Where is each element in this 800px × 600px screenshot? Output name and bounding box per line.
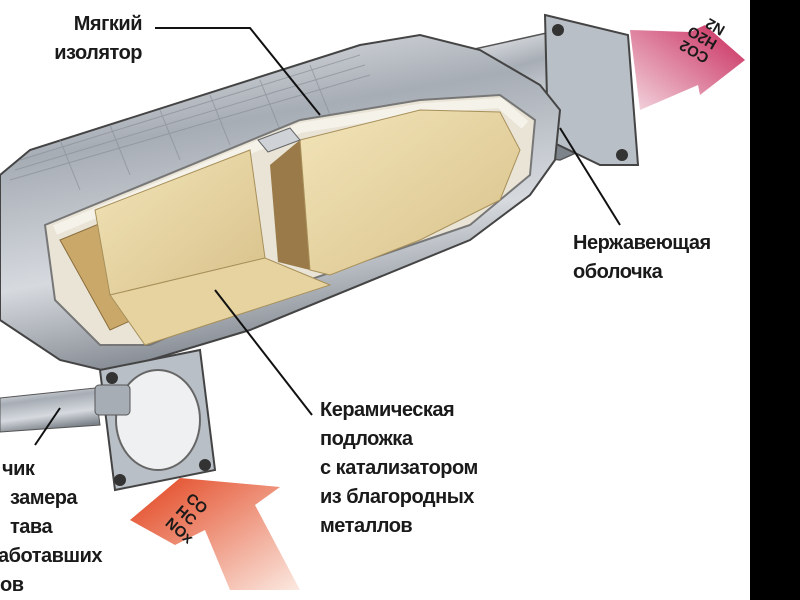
substrate-label-line: подложка <box>320 428 413 450</box>
inlet-gas-arrow <box>130 478 300 590</box>
substrate-label-line: Керамическая <box>320 399 455 421</box>
substrate-leader-line <box>214 289 313 416</box>
black-border <box>750 0 800 600</box>
insulator-label: Мягкий изолятор <box>40 10 142 68</box>
leader-lines <box>34 27 621 446</box>
sensor-leader-line <box>34 407 61 446</box>
insulator-label-line: Мягкий <box>73 13 143 35</box>
shell-label-line: оболочка <box>573 261 663 283</box>
substrate-label-line: металлов <box>320 515 413 537</box>
outlet-gas-arrow <box>630 25 745 110</box>
shell-leader-line <box>559 127 621 226</box>
inlet-flange <box>98 348 217 492</box>
sensor-label-line: тава <box>10 516 53 538</box>
sensor-label-line: чик <box>2 458 35 480</box>
substrate-label: Керамическая подложка с катализатором из… <box>320 396 478 541</box>
insulator-label-line: изолятор <box>54 42 142 64</box>
sensor-label-line: ов <box>0 574 24 596</box>
insulator-leader-line <box>155 27 321 116</box>
shell-label-line: Нержавеющая <box>573 232 711 254</box>
substrate-label-line: с катализатором <box>320 457 478 479</box>
sensor-label: чик замера тава аботавших ов <box>0 455 103 600</box>
sensor-label-line: аботавших <box>0 545 103 567</box>
sensor-label-line: замера <box>10 487 78 509</box>
substrate-label-line: из благородных <box>320 486 474 508</box>
outlet-gas-labels: CO2 H2O N2 <box>677 14 728 66</box>
oxygen-sensor <box>0 384 131 433</box>
shell-label: Нержавеющая оболочка <box>573 229 711 287</box>
ceramic-substrate <box>59 109 521 346</box>
